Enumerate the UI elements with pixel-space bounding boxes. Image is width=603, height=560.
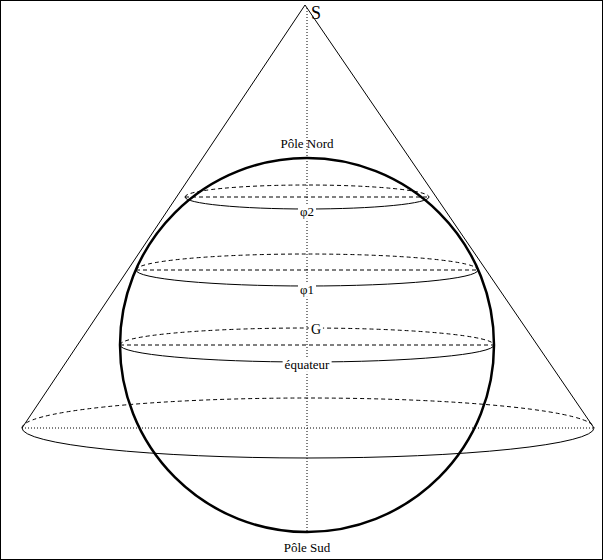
- equator-label: équateur: [283, 358, 332, 372]
- parallel-diameter: [185, 197, 429, 198]
- cone-base-back: [22, 398, 594, 428]
- parallel-diameter: [136, 270, 478, 271]
- center-label: G: [309, 322, 323, 337]
- cone-base-diameter: [22, 428, 594, 429]
- sphere-outline: [120, 158, 494, 532]
- parallel-back: [185, 185, 429, 197]
- equator-back: [120, 328, 494, 345]
- cone-base-front: [22, 428, 594, 458]
- pole-label: Pôle Nord: [278, 137, 335, 151]
- cone-line: [305, 5, 594, 428]
- cone-line: [22, 5, 305, 428]
- pole-label: Pôle Sud: [282, 541, 333, 555]
- apex-label: S: [309, 4, 323, 24]
- equator-diameter: [120, 345, 494, 346]
- parallel-label: φ1: [298, 283, 316, 297]
- parallel-back: [136, 254, 478, 270]
- parallel-label: φ2: [298, 205, 316, 219]
